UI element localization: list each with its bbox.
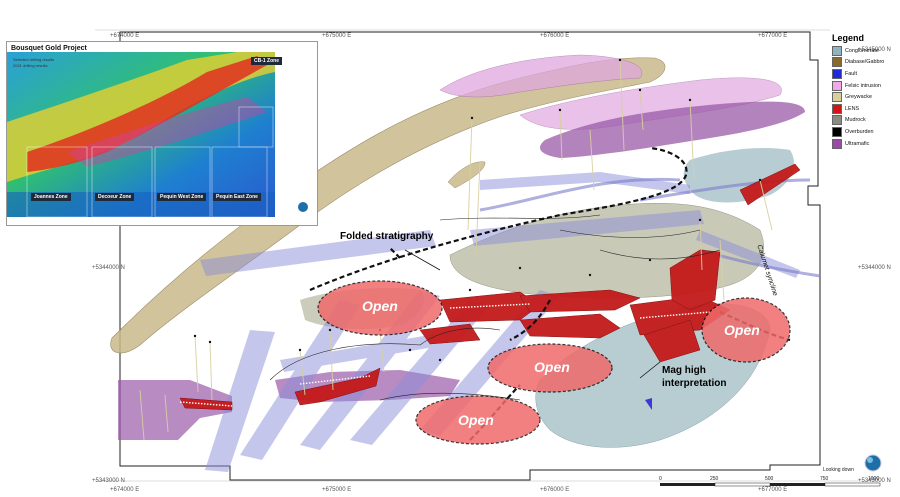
coord-right-2: +5343000 N xyxy=(858,478,891,484)
zone-label-cb1: CB-1 Zone xyxy=(251,57,282,65)
legend-item: Diabase/Gabbro xyxy=(832,57,898,69)
scale-tick: 0 xyxy=(659,476,662,482)
coord-right-1: +5344000 N xyxy=(858,265,891,271)
legend-swatch xyxy=(832,92,842,103)
legend-item: Ultramafic xyxy=(832,138,898,150)
zone-label-decoeur: Decoeur Zone xyxy=(95,193,135,201)
legend-item: Overburden xyxy=(832,126,898,138)
scale-tick: 1000 xyxy=(868,476,880,482)
coord-right-3: +5345000 N xyxy=(858,47,891,53)
legend-swatch xyxy=(832,45,842,56)
legend-item: Felsic intrusion xyxy=(832,80,898,92)
scale-bar xyxy=(660,482,881,487)
legend-label: Ultramafic xyxy=(845,140,870,147)
legend-label: LENS xyxy=(845,105,860,112)
zone-label-pequin-east: Pequin East Zone xyxy=(213,193,261,201)
inset-title: Bousquet Gold Project xyxy=(11,45,87,52)
inset-legend-item: Selected drilling results xyxy=(13,57,55,62)
coord-top-4: +677000 E xyxy=(758,33,788,39)
legend-swatch xyxy=(832,80,842,91)
legend-label: Conglomerate xyxy=(845,47,879,54)
coord-bottom-1: +674000 E xyxy=(110,487,140,493)
ultramafic-right xyxy=(540,101,805,158)
open-label: Open xyxy=(362,298,398,314)
legend-label: Mudrock xyxy=(845,117,866,124)
legend-title: Legend xyxy=(832,33,865,43)
zone-label-joannes: Joannes Zone xyxy=(31,193,71,201)
legend-label: Felsic intrusion xyxy=(845,82,881,89)
coord-bottom-2: +675000 E xyxy=(322,487,352,493)
view-globe-icon xyxy=(864,454,882,472)
annotation-folded-stratigraphy: Folded stratigraphy xyxy=(340,231,434,242)
felsic-intrusion xyxy=(439,54,643,98)
legend-item: Fault xyxy=(832,68,898,80)
legend-item: Mudrock xyxy=(832,115,898,127)
open-label: Open xyxy=(458,412,494,428)
legend-swatch xyxy=(832,126,842,137)
legend-item: Conglomerate xyxy=(832,45,898,57)
view-direction-label: Looking down xyxy=(823,467,854,473)
model-boundary xyxy=(119,31,821,481)
legend-label: Overburden xyxy=(845,128,874,135)
legend-label: Fault xyxy=(845,70,857,77)
legend-swatch xyxy=(832,57,842,68)
drill-collars xyxy=(193,58,762,362)
inset-legend-item: 2021 drilling results xyxy=(13,63,48,68)
legend-swatch xyxy=(832,115,842,126)
legend: Legend Conglomerate Diabase/Gabbro Fault… xyxy=(832,33,898,149)
open-label: Open xyxy=(534,359,570,375)
open-label: Open xyxy=(724,322,760,338)
scale-tick: 250 xyxy=(710,476,719,482)
coord-bottom-4: +677000 E xyxy=(758,487,788,493)
legend-label: Greywacke xyxy=(845,94,872,101)
scale-tick: 750 xyxy=(820,476,829,482)
zone-label-pequin-west: Pequin West Zone xyxy=(157,193,207,201)
scale-tick: 500 xyxy=(765,476,774,482)
open-ellipses xyxy=(317,280,791,445)
coord-left-1: +5344000 N xyxy=(92,265,125,271)
legend-swatch xyxy=(832,68,842,79)
coord-top-2: +675000 E xyxy=(322,33,352,39)
coord-bottom-3: +676000 E xyxy=(540,487,570,493)
drill-holes xyxy=(139,59,773,441)
ultramafic-left xyxy=(118,380,232,440)
coord-left-2: +5343000 N xyxy=(92,478,125,484)
legend-swatch xyxy=(832,103,842,114)
legend-item: LENS xyxy=(832,103,898,115)
coord-top-1: +674000 E xyxy=(110,33,140,39)
coord-top-3: +676000 E xyxy=(540,33,570,39)
legend-swatch xyxy=(832,138,842,149)
legend-label: Diabase/Gabbro xyxy=(845,59,885,66)
legend-item: Greywacke xyxy=(832,91,898,103)
inset-map: Bousquet Gold Project Selected drilling … xyxy=(6,41,318,226)
annotation-mag-high: Mag high interpretation xyxy=(662,365,727,389)
